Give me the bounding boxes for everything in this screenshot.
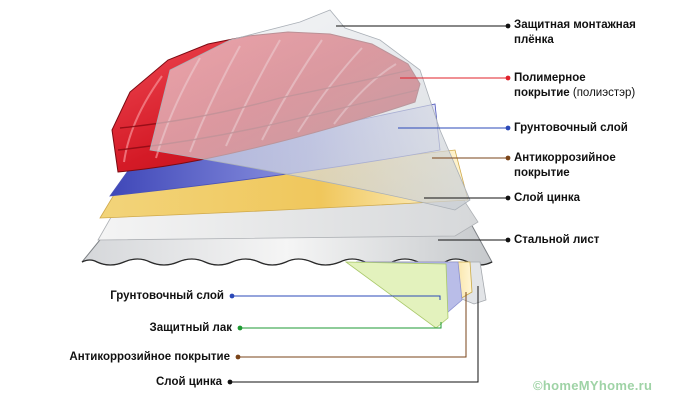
label-protective-lacquer: Защитный лак: [149, 322, 233, 334]
left-pointer-lines: [227, 286, 479, 385]
label-steel-sheet: Стальной лист: [514, 234, 600, 246]
label-zinc-layer: Слой цинка: [514, 192, 580, 204]
label-under-primer-layer: Грунтовочный слой: [110, 290, 224, 302]
label-under-zinc-layer: Слой цинка: [156, 376, 222, 388]
label-primer-layer: Грунтовочный слой: [514, 122, 628, 134]
protective-film-layer: [149, 9, 471, 211]
label-protective-film: Защитная монтажная плёнка: [514, 19, 636, 46]
right-pointer-lines: [336, 23, 511, 243]
under-lacquer-layer: [344, 261, 449, 329]
label-polymer-coating: Полимерное покрытие (полиэстэр): [514, 72, 636, 99]
label-under-anticorrosion-coating: Антикоррозийное покрытие: [69, 351, 230, 363]
site-watermark: ©homeMYhome.ru: [533, 378, 653, 393]
label-anticorrosion-coating: Антикоррозийное покрытие: [514, 152, 616, 179]
